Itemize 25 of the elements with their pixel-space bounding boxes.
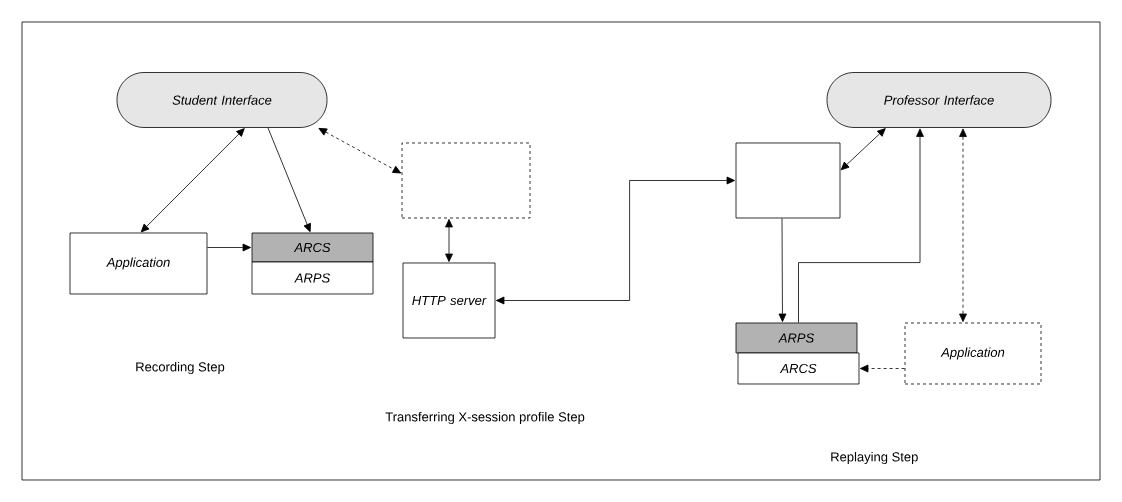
step-caption: Recording Step (136, 361, 225, 375)
arrow (207, 243, 252, 252)
module-box: ARPS (735, 322, 858, 354)
arrow (318, 127, 402, 174)
arrow (860, 364, 905, 373)
dashed-box (401, 142, 531, 219)
arrow (840, 128, 886, 171)
process-box: Application (69, 232, 208, 295)
arrow (445, 219, 453, 262)
process-box (735, 142, 841, 219)
step-caption: Transferring X-session profile Step (385, 411, 585, 425)
arrow (959, 128, 967, 322)
module-box: ARCS (737, 352, 860, 385)
arrow (798, 128, 924, 323)
arrow (778, 218, 787, 322)
interface-terminal: Professor Interface (826, 72, 1052, 128)
step-caption: Replaying Step (831, 451, 918, 465)
interface-terminal: Student Interface (116, 72, 328, 128)
dashed-box: Application (904, 322, 1042, 385)
module-box: ARPS (251, 261, 374, 295)
process-box: HTTP server (402, 262, 496, 339)
arrow (267, 127, 311, 233)
module-box: ARCS (251, 232, 374, 263)
arrow (140, 128, 245, 233)
arrow (496, 176, 735, 305)
